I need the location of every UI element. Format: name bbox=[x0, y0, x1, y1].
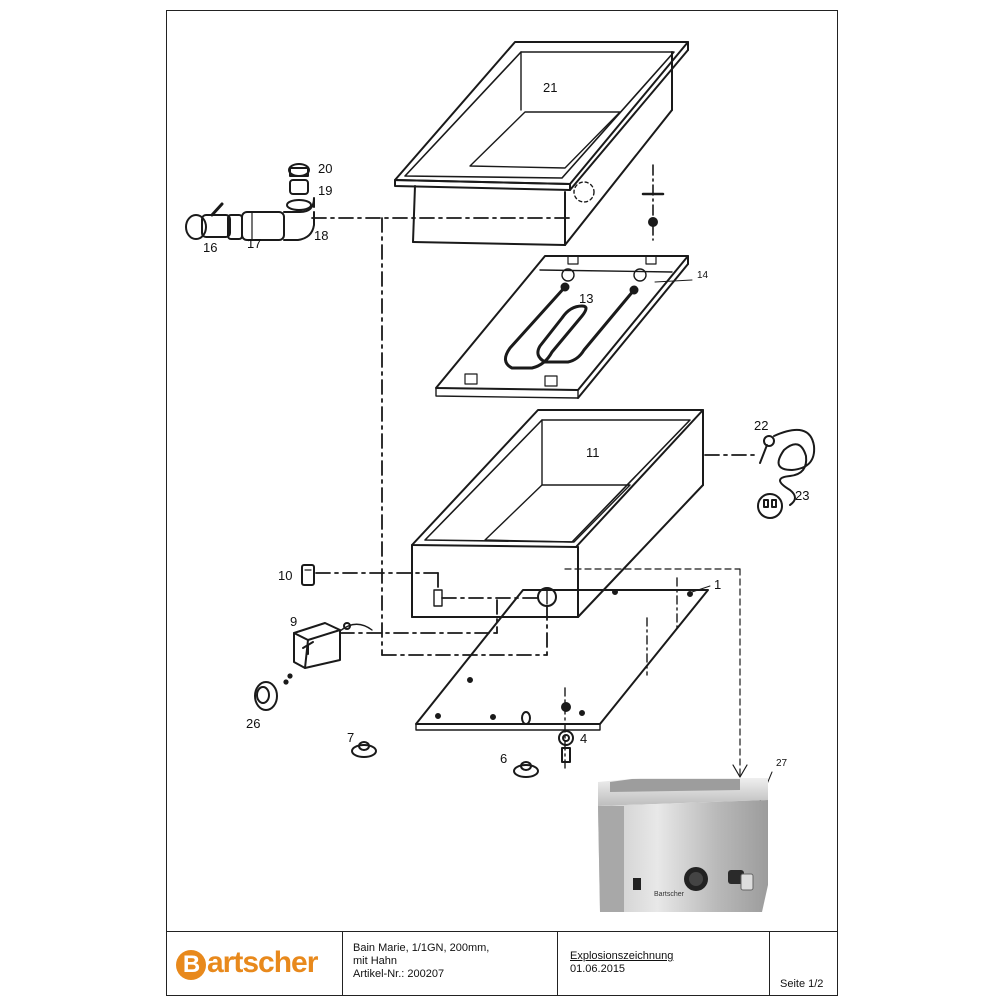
bartscher-logo-initial: B bbox=[176, 950, 206, 980]
photo-pointer bbox=[564, 568, 741, 776]
part-label-18: 18 bbox=[314, 228, 329, 243]
title-block-page-cell: Seite 1/2 bbox=[770, 932, 838, 995]
title-block-doc-cell: Explosionszeichnung 01.06.2015 bbox=[558, 932, 770, 995]
switch-10 bbox=[301, 564, 315, 586]
gn-container-21 bbox=[394, 41, 689, 246]
part-label-19: 19 bbox=[318, 183, 333, 198]
part-label-26: 26 bbox=[246, 716, 261, 731]
part-label-11: 11 bbox=[586, 445, 600, 460]
part-label-14: 14 bbox=[697, 270, 709, 281]
heater-plate-14 bbox=[435, 255, 689, 399]
part-label-20: 20 bbox=[318, 161, 333, 176]
title-block-product-cell: Bain Marie, 1/1GN, 200mm, mit Hahn Artik… bbox=[343, 932, 558, 995]
thermostat-9 bbox=[283, 622, 373, 685]
drain-valve-16-20 bbox=[185, 163, 315, 241]
knob-26 bbox=[254, 681, 278, 711]
leader-lines bbox=[654, 279, 773, 826]
photo-brand: Bartscher bbox=[654, 891, 685, 898]
product-name: Bain Marie, 1/1GN, 200mm, bbox=[353, 942, 490, 954]
drawing-sheet bbox=[166, 10, 838, 996]
page-number: Seite 1/2 bbox=[780, 978, 824, 990]
article-number: Artikel-Nr.: 200207 bbox=[353, 968, 445, 980]
part-label-10: 10 bbox=[278, 568, 293, 583]
part-label-4: 4 bbox=[580, 731, 588, 746]
part-label-13: 13 bbox=[579, 291, 594, 306]
housing-11 bbox=[411, 409, 704, 618]
bolt-detail bbox=[641, 164, 665, 241]
foot-6 bbox=[513, 711, 539, 778]
part-label-16: 16 bbox=[203, 240, 218, 255]
document-date: 01.06.2015 bbox=[570, 963, 626, 975]
base-frame-1 bbox=[415, 577, 709, 771]
part-label-1: 1 bbox=[714, 577, 722, 592]
part-label-22: 22 bbox=[754, 418, 769, 433]
part-label-9: 9 bbox=[290, 614, 298, 629]
part-label-17: 17 bbox=[247, 236, 262, 251]
bolt-4 bbox=[558, 702, 574, 763]
part-label-6: 6 bbox=[500, 751, 508, 766]
power-cord-22-23 bbox=[757, 428, 816, 519]
bartscher-logo-text: artscher bbox=[207, 946, 318, 979]
part-label-27: 27 bbox=[776, 758, 788, 769]
document-type: Explosionszeichnung bbox=[570, 950, 674, 962]
heating-element-13 bbox=[504, 282, 639, 370]
part-label-21: 21 bbox=[543, 80, 558, 95]
foot-7 bbox=[351, 741, 377, 758]
part-label-7: 7 bbox=[347, 730, 355, 745]
assembly-lines bbox=[311, 217, 758, 656]
part-label-23: 23 bbox=[795, 488, 810, 503]
product-photo-27: Bartscher bbox=[598, 778, 768, 912]
product-variant: mit Hahn bbox=[353, 955, 398, 967]
